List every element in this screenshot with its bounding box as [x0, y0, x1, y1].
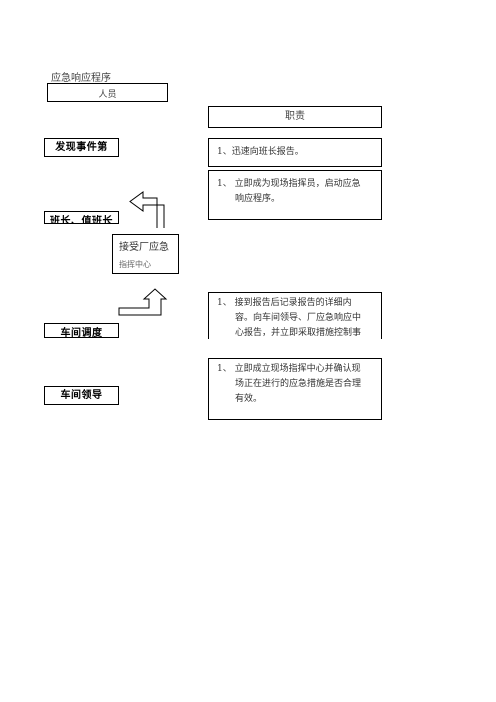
duty-text: 响应程序。 [235, 194, 281, 204]
responsibility-header-box: 职责 [208, 106, 382, 128]
receive-command-box: 接受厂应急 指挥中心 [112, 234, 179, 274]
duty-text: 有效。 [235, 394, 263, 404]
arrow-right-up-icon [118, 288, 168, 316]
arrow-up-left-icon [129, 191, 165, 228]
receive-command-line2: 指挥中心 [119, 260, 151, 269]
duty-box-command-center: 1、 立即成立现场指挥中心并确认现 场正在进行的应急措施是否合理 有效。 [208, 358, 382, 420]
role-label-workshop-dispatch: 车间调度 [60, 328, 103, 338]
duty-box-field-commander: 1、 立即成为现场指挥员，启动应急 响应程序。 [208, 170, 382, 220]
duty-text: 立即成为现场指挥员，启动应急 [234, 179, 361, 189]
duty-number: 1、 [217, 147, 232, 157]
role-box-discoverer: 发现事件第 [44, 138, 119, 157]
role-label-shift-leader: 班长、值班长 [50, 216, 113, 224]
duty-text: 场正在进行的应急措施是否合理 [235, 379, 362, 389]
duty-number: 1、 [217, 364, 232, 374]
duty-number: 1、 [217, 298, 232, 308]
duty-text: 心报告，并立即采取措施控制事 [235, 328, 362, 338]
responsibility-header-label: 职责 [285, 111, 305, 122]
duty-box-report-to-leader: 1、迅速向班长报告。 [208, 138, 382, 167]
duty-text: 接到报告后记录报告的详细内 [234, 298, 352, 308]
role-label-discoverer: 发现事件第 [55, 142, 108, 153]
duty-number: 1、 [217, 179, 232, 189]
role-box-shift-leader: 班长、值班长 [44, 211, 119, 224]
duty-text: 迅速向班长报告。 [231, 147, 304, 157]
personnel-header-box: 人员 [47, 83, 168, 102]
duty-text: 立即成立现场指挥中心并确认现 [234, 364, 361, 374]
role-label-workshop-leader: 车间领导 [60, 390, 103, 401]
personnel-header-label: 人员 [98, 90, 117, 100]
duty-text: 容。向车间领导、厂应急响应中 [235, 313, 362, 323]
receive-command-line1: 接受厂应急 [119, 242, 169, 253]
role-box-workshop-leader: 车间领导 [44, 386, 119, 405]
duty-box-record-report: 1、 接到报告后记录报告的详细内 容。向车间领导、厂应急响应中 心报告，并立即采… [208, 292, 382, 339]
document-title: 应急响应程序 [51, 73, 111, 84]
role-box-workshop-dispatch: 车间调度 [44, 323, 119, 338]
